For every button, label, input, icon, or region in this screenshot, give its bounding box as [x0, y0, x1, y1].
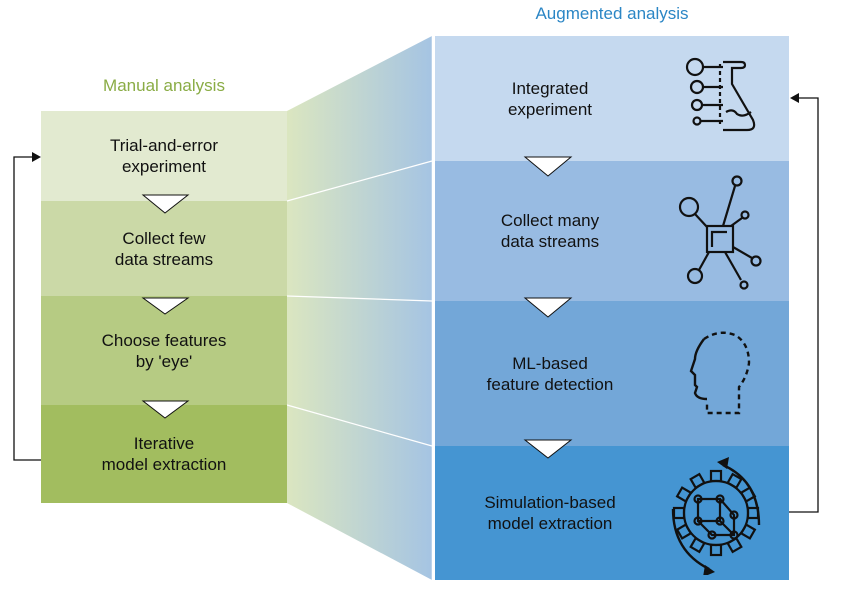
connector-divider-2: [286, 295, 433, 302]
manual-step-experiment: Trial-and-error experiment: [41, 111, 287, 201]
manual-step-features: Choose features by 'eye': [41, 296, 287, 405]
network-hub-icon: [678, 175, 762, 290]
head-profile-icon: [689, 331, 751, 414]
manual-step-collect: Collect few data streams: [41, 201, 287, 296]
manual-feedback-arrow: [13, 156, 41, 461]
manual-step-label: Iterative model extraction: [101, 434, 227, 474]
augmented-step-label: ML-based feature detection: [486, 353, 614, 394]
manual-step-label: Collect few data streams: [114, 228, 214, 269]
arrowhead-icon: [790, 93, 799, 103]
augmented-feedback-arrow: [789, 97, 819, 513]
augmented-step-label: Integrated experiment: [507, 78, 593, 119]
connector-gradient: [287, 36, 432, 580]
augmented-step-label: Collect many data streams: [500, 211, 600, 251]
manual-step-label: Trial-and-error experiment: [109, 136, 218, 176]
gear-cycle-icon: [671, 457, 761, 575]
augmented-analysis-title: Augmented analysis: [535, 4, 689, 23]
flask-sensor-icon: [685, 57, 756, 131]
augmented-step-collect: Collect many data streams: [435, 161, 789, 301]
manual-step-model: Iterative model extraction: [41, 405, 287, 503]
augmented-step-experiment: Integrated experiment: [435, 36, 789, 161]
arrowhead-icon: [32, 152, 41, 162]
manual-analysis-title: Manual analysis: [103, 76, 225, 95]
connector-divider-1: [286, 160, 433, 202]
augmented-step-model: Simulation-based model extraction: [435, 446, 789, 580]
augmented-step-features: ML-based feature detection: [435, 301, 789, 446]
augmented-step-label: Simulation-based model extraction: [484, 493, 616, 533]
connector-divider-3: [286, 404, 433, 447]
manual-step-label: Choose features by 'eye': [101, 330, 227, 371]
